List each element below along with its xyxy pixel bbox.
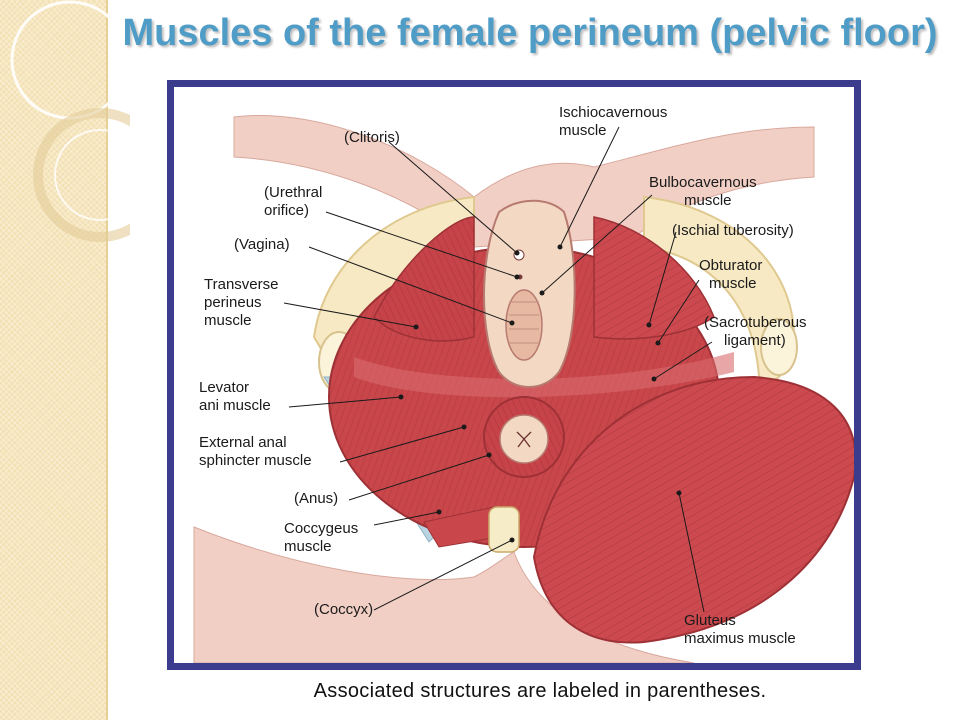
label-transverse-3: muscle — [204, 312, 252, 329]
ischial-tuberosity-right — [760, 318, 798, 376]
transverse-band — [354, 352, 734, 398]
label-coccygeus-1: Coccygeus — [284, 520, 358, 537]
label-bulbo-2: muscle — [684, 192, 732, 209]
label-ischial: (Ischial tuberosity) — [672, 222, 794, 239]
label-transverse-2: perineus — [204, 294, 262, 311]
coccyx-bone — [488, 506, 520, 553]
page-title: Muscles of the female perineum (pelvic f… — [122, 12, 938, 54]
label-obturator-1: Obturator — [699, 257, 762, 274]
label-gluteus-1: Gluteus — [684, 612, 736, 629]
label-bulbo-1: Bulbocavernous — [649, 174, 757, 191]
label-sacro-2: ligament) — [724, 332, 786, 349]
decorative-side-band — [0, 0, 108, 720]
label-coccyx: (Coccyx) — [314, 601, 373, 618]
figure-caption: Associated structures are labeled in par… — [313, 680, 767, 702]
label-obturator-2: muscle — [709, 275, 757, 292]
gluteus-maximus-shape — [532, 375, 854, 644]
perineum-illustration: (Clitoris) (Urethral orifice) (Vagina) T… — [193, 104, 854, 663]
label-transverse-1: Transverse — [204, 276, 278, 293]
label-levator-1: Levator — [199, 379, 249, 396]
label-external-2: sphincter muscle — [199, 452, 312, 469]
diagram-frame: (Clitoris) (Urethral orifice) (Vagina) T… — [167, 80, 861, 670]
label-ischio-1: Ischiocavernous — [559, 104, 667, 121]
label-clitoris: (Clitoris) — [344, 129, 400, 146]
label-anus: (Anus) — [294, 490, 338, 507]
leader-lines — [283, 126, 713, 613]
label-vagina: (Vagina) — [234, 236, 290, 253]
decorative-circles — [10, 0, 130, 242]
label-urethral-1: (Urethral — [264, 184, 322, 201]
label-levator-2: ani muscle — [199, 397, 271, 414]
label-gluteus-2: maximus muscle — [684, 630, 796, 647]
leader-dots — [398, 244, 682, 543]
label-urethral-2: orifice) — [264, 202, 309, 219]
label-external-1: External anal — [199, 434, 287, 451]
ischiocavernous-right — [593, 216, 715, 340]
label-sacro-1: (Sacrotuberous — [704, 314, 807, 331]
label-coccygeus-2: muscle — [284, 538, 332, 555]
label-ischio-2: muscle — [559, 122, 607, 139]
ischiocavernous-left — [373, 216, 475, 342]
